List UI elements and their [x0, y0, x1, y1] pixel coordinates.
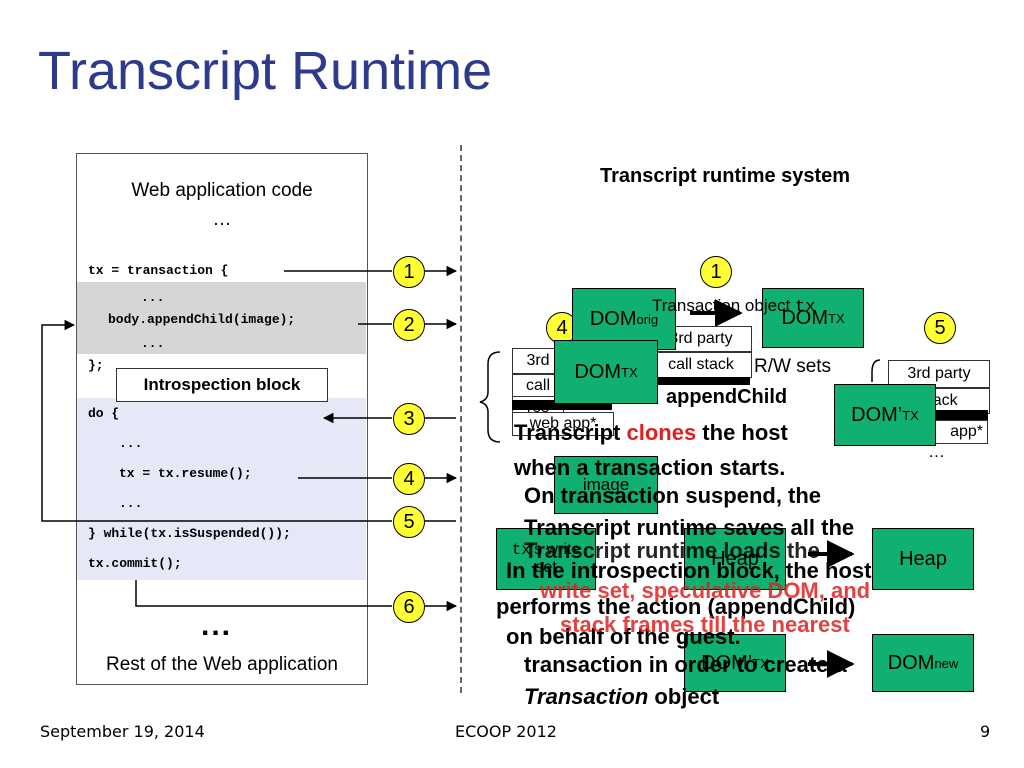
overlay-text-8: Transcript runtime loads the: [524, 538, 820, 563]
overlay-text-11: transaction in order to create a: [524, 652, 847, 677]
code-line-dots: ...: [141, 290, 165, 305]
right-brace: [871, 359, 881, 382]
heap-box-1: Heap: [684, 528, 786, 590]
code-panel: Web application code … tx = transaction …: [76, 153, 368, 685]
heap-box-2: Heap: [872, 528, 974, 590]
code-ellipsis: …: [212, 209, 232, 230]
overlay-text-5: In the introspection block, the host: [506, 558, 872, 583]
code-line-resume: tx = tx.resume();: [119, 466, 252, 481]
append-child-label: appendChild: [666, 386, 788, 408]
cell-third-party-2: 3rd party: [888, 360, 990, 388]
call-stack-bar: [650, 377, 750, 385]
runtime-step-1-badge: 1: [700, 256, 732, 288]
overlay-text-3: On transaction suspend, the: [524, 483, 822, 508]
transaction-object-label: Transaction object tx: [652, 296, 816, 317]
arrow-6-in: [135, 580, 392, 607]
step-3-badge: 3: [393, 403, 425, 435]
introspection-block-label: Introspection block: [116, 368, 328, 402]
transaction-body-band: [77, 282, 366, 354]
overlay-text-10: stack frames till the nearest: [560, 612, 850, 637]
image-box: image: [554, 456, 658, 514]
step-1-badge: 1: [393, 256, 425, 288]
overlay-text-4: Transcript runtime saves all the: [524, 515, 855, 540]
code-line-do: do {: [88, 406, 120, 421]
dom-prime-tx-box: DOM’TX: [834, 384, 936, 446]
footer-page-number: 9: [980, 722, 991, 741]
code-line-tx: tx = transaction {: [88, 263, 229, 278]
code-line-append: body.appendChild(image);: [108, 312, 296, 327]
code-line-while: } while(tx.isSuspended());: [88, 526, 291, 541]
runtime-title: Transcript runtime system: [600, 165, 851, 187]
introspection-band: [77, 398, 366, 580]
footer-venue: ECOOP 2012: [455, 722, 557, 741]
web-code-label: Web application code: [131, 180, 313, 201]
code-line-dots: ...: [141, 336, 165, 351]
runtime-step-5-badge: 5: [924, 312, 956, 344]
step-4-badge: 4: [393, 463, 425, 495]
tx-write-set-box: tx’s write set: [496, 528, 596, 590]
slide-title: Transcript Runtime: [38, 41, 493, 101]
dom-prime-tx-box-2: DOM’TX: [684, 634, 786, 692]
code-line-close: };: [88, 358, 104, 373]
left-brace: [479, 351, 501, 443]
stack-bar-2: [888, 410, 988, 420]
small-ellipsis: …: [928, 442, 945, 461]
divider-line: [460, 145, 462, 693]
stack-bar: [512, 400, 612, 410]
code-line-dots: ...: [119, 436, 143, 451]
step-5-badge: 5: [393, 506, 425, 538]
rw-sets-label: R/W sets: [754, 356, 832, 377]
cell-call-stack: call stack: [650, 352, 752, 378]
overlay-text-9: write set, speculative DOM, and: [540, 578, 871, 603]
step-2-badge: 2: [393, 309, 425, 341]
overlay-text-6: performs the action (appendChild): [496, 594, 856, 619]
arrow-5-loop: [41, 319, 392, 522]
footer-date: September 19, 2014: [40, 722, 205, 741]
cell-web-app: web app*: [512, 412, 614, 436]
overlay-text-clone: Transcript clones the host: [514, 420, 788, 445]
overlay-text-7: on behalf of the guest.: [506, 624, 741, 649]
code-line-commit: tx.commit();: [88, 556, 182, 571]
overlay-text-2: when a transaction starts.: [514, 455, 786, 480]
step-6-badge: 6: [393, 591, 425, 623]
rest-of-app-label: Rest of the Web application: [105, 654, 338, 675]
more-code-dots: ...: [201, 609, 233, 642]
code-line-dots: ...: [119, 496, 143, 511]
overlay-text-12: Transaction object: [524, 684, 720, 709]
